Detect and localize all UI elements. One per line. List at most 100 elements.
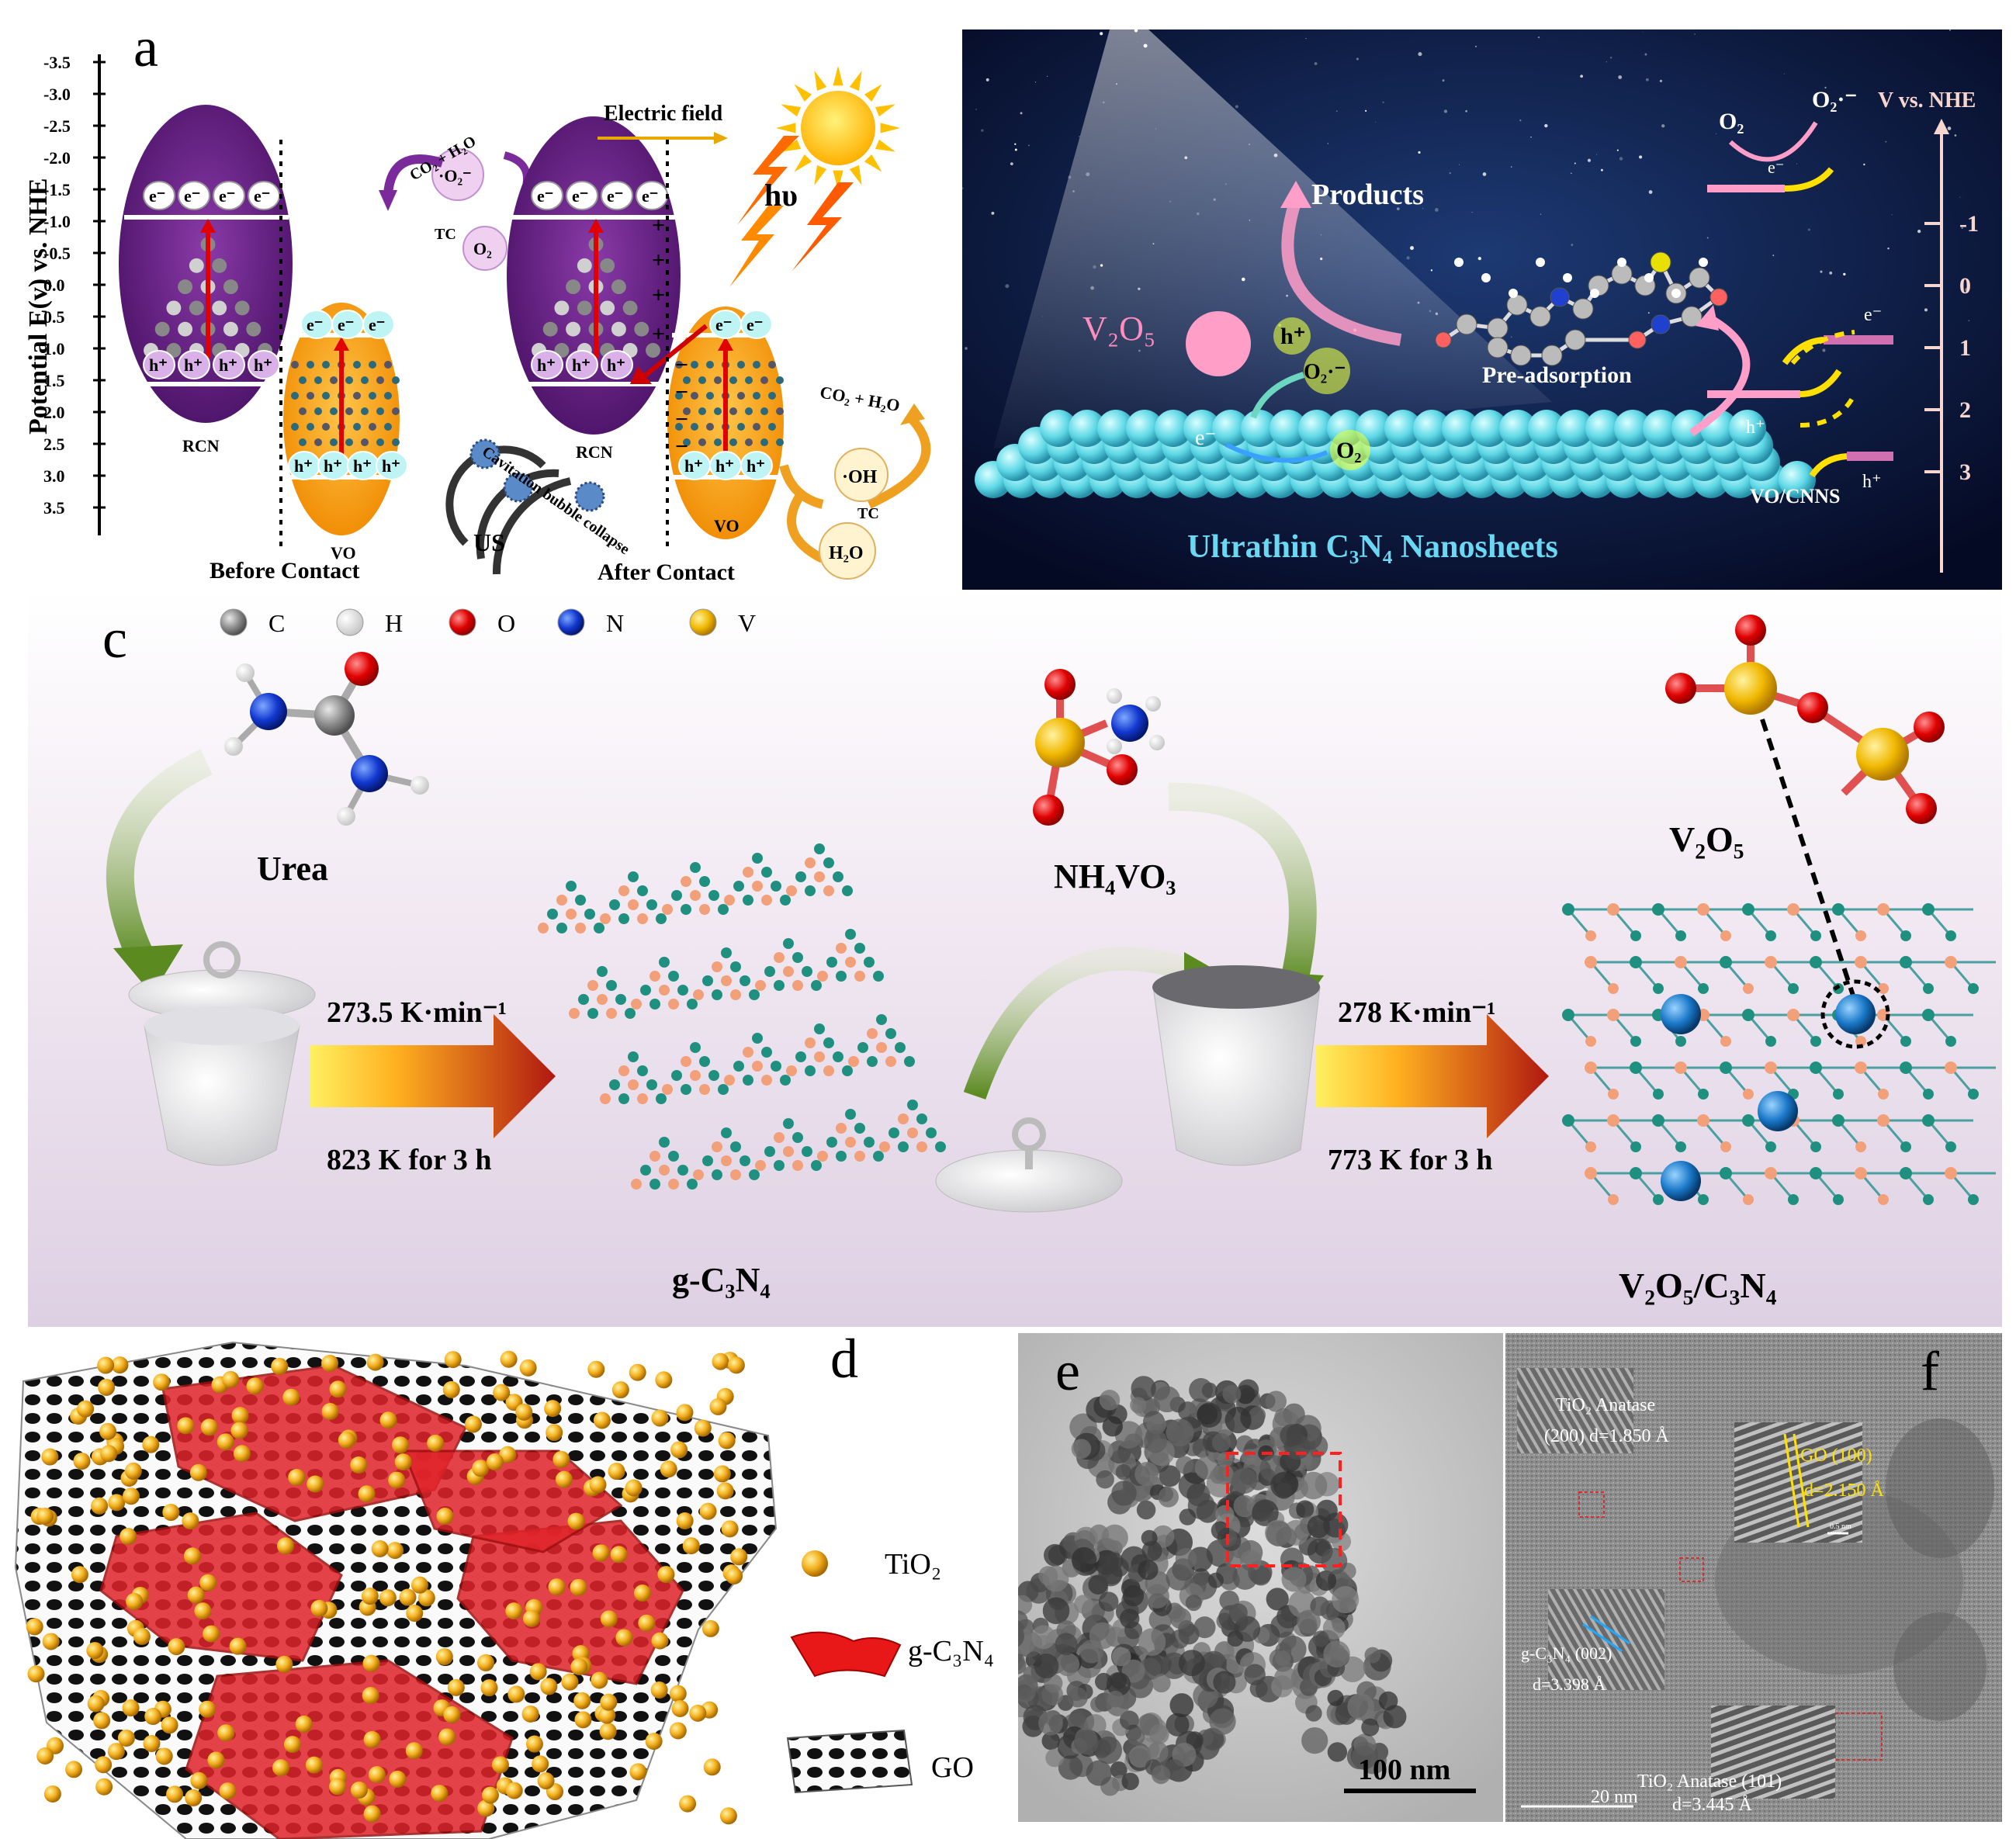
- h2o-text: H₂O: [829, 543, 864, 563]
- tick-label: -1.5: [43, 180, 71, 199]
- tio2-particle: [124, 1462, 142, 1480]
- nhe-axis-arrowhead: [1934, 119, 1949, 134]
- tio2-particle: [271, 1357, 289, 1375]
- lattice-atom: [776, 376, 784, 384]
- tick-label: -2.0: [43, 148, 71, 168]
- tio2-particle: [363, 1805, 381, 1823]
- v2o5-dashed-link: [1760, 719, 1858, 1003]
- lattice-atom: [706, 361, 714, 369]
- vo-cnns-label: VO/CNNS: [1750, 485, 1841, 507]
- tio2-particle: [187, 1586, 205, 1604]
- tio2-particle: [99, 1422, 117, 1440]
- tio2-particle: [389, 1770, 407, 1788]
- tio2-particle: [100, 1445, 118, 1463]
- carrier-label: h⁺: [219, 355, 237, 375]
- tio2-particle: [522, 1609, 540, 1627]
- carrier-label: e⁻: [338, 315, 354, 334]
- lightning-icon: [737, 136, 799, 225]
- rcn-electrons-after: e⁻e⁻e⁻e⁻: [531, 181, 668, 210]
- tio2-particle: [275, 1655, 293, 1673]
- c3n4-sphere: [1040, 410, 1077, 447]
- lattice-atom: [361, 438, 369, 446]
- c3n4-sphere: [1557, 410, 1594, 447]
- carrier-label: h⁺: [537, 355, 556, 375]
- lattice-atom: [369, 423, 376, 431]
- tio2-particle: [592, 1544, 610, 1562]
- tio2-particle: [537, 1772, 555, 1790]
- tio2-particle: [246, 1377, 264, 1395]
- legend-label: N: [606, 609, 624, 637]
- tio2-particle: [143, 1735, 161, 1753]
- lattice-atom: [330, 438, 338, 446]
- panel-b-diagram: V₂O₅ h⁺ O₂·⁻ O₂ e⁻ Products Pre-adsorpti…: [962, 29, 2002, 590]
- tem-particles: [1018, 1376, 1407, 1796]
- tio2-particle: [444, 1351, 462, 1369]
- v-dopant-atom: [1661, 994, 1701, 1034]
- lattice-atom: [577, 258, 592, 273]
- tio2-particle: [570, 1657, 588, 1675]
- oh-to-co2-arrow: [867, 415, 931, 509]
- heat-arrow-2: [1316, 1014, 1549, 1138]
- rcn-arrowhead-after: [588, 219, 604, 233]
- lattice-atom: [691, 361, 698, 369]
- c3n4-sphere: [1241, 410, 1278, 447]
- lattice-atom: [353, 392, 361, 400]
- tio2-particle: [386, 1542, 404, 1560]
- nhe-tick-label: 1: [1959, 335, 1971, 361]
- tio2-particle: [532, 1755, 549, 1773]
- lattice-atom: [768, 361, 776, 369]
- oh-text: ·OH: [842, 467, 878, 487]
- carrier-label: e⁻: [607, 186, 623, 206]
- tick-label: -3.5: [43, 53, 71, 72]
- tio2-particle: [671, 1699, 689, 1717]
- rcn-electrons-before: e⁻e⁻e⁻e⁻: [143, 181, 280, 210]
- hole-icon: [531, 350, 563, 379]
- carrier-label: e⁻: [537, 186, 553, 206]
- lattice-atom: [361, 376, 369, 384]
- lattice-atom: [361, 407, 369, 415]
- tick-label: -2.5: [43, 116, 71, 136]
- tio2-particle: [379, 1589, 397, 1607]
- lattice-atom: [345, 376, 353, 384]
- tc-text-a2: TC: [857, 505, 879, 522]
- hole-icon: [213, 350, 245, 379]
- lattice-atom: [314, 438, 322, 446]
- oh-cycle-arrow: [779, 464, 824, 509]
- hv-label: hυ: [764, 178, 798, 213]
- tio2-sphere-icon: [802, 1550, 828, 1577]
- lattice-atom: [683, 407, 691, 415]
- anno1: TiO₂ Anatase: [1556, 1395, 1655, 1415]
- tio2-particle: [651, 1409, 669, 1427]
- h-plus-glow: [1273, 317, 1311, 355]
- lattice-atom: [369, 392, 376, 400]
- lattice-atom: [376, 407, 384, 415]
- tio2-particle: [153, 1373, 171, 1391]
- products-arrowhead: [1280, 181, 1311, 208]
- tio2-particle: [183, 1547, 201, 1565]
- anno2: GO (100): [1800, 1446, 1872, 1466]
- panel-d: TiO₂ g-C₃N₄ GO d: [0, 1335, 1017, 1839]
- tio2-particle: [168, 1638, 185, 1656]
- cond2-label: 773 K for 3 h: [1328, 1144, 1493, 1176]
- lattice-atom: [291, 361, 299, 369]
- rcn-label-before: RCN: [182, 436, 220, 455]
- lattice-atom: [577, 300, 592, 316]
- lattice-atom: [178, 321, 193, 337]
- tio2-particle: [363, 1730, 381, 1748]
- c3n4-sphere: [1097, 410, 1134, 447]
- tio2-particle: [655, 1371, 673, 1389]
- o2-radical-arrow: [1250, 372, 1305, 419]
- c3n4-sphere: [1413, 410, 1450, 447]
- lattice-atom: [223, 321, 238, 337]
- tio2-particle: [388, 1471, 406, 1489]
- legend-o2: O₂: [1719, 109, 1744, 134]
- superoxide-arrowhead: [379, 190, 397, 211]
- electron-icon: [566, 181, 598, 210]
- panel-f-hrtem: TiO₂ Anatase (200) d=1.850 Å GO (100) d=…: [1505, 1333, 2002, 1822]
- tem-highlight-box: [1226, 1452, 1342, 1567]
- vo-holes-before: h⁺h⁺h⁺h⁺: [288, 451, 408, 480]
- lattice-atom: [376, 376, 384, 384]
- tio2-particle: [669, 1722, 687, 1740]
- tio2-particle: [443, 1706, 461, 1723]
